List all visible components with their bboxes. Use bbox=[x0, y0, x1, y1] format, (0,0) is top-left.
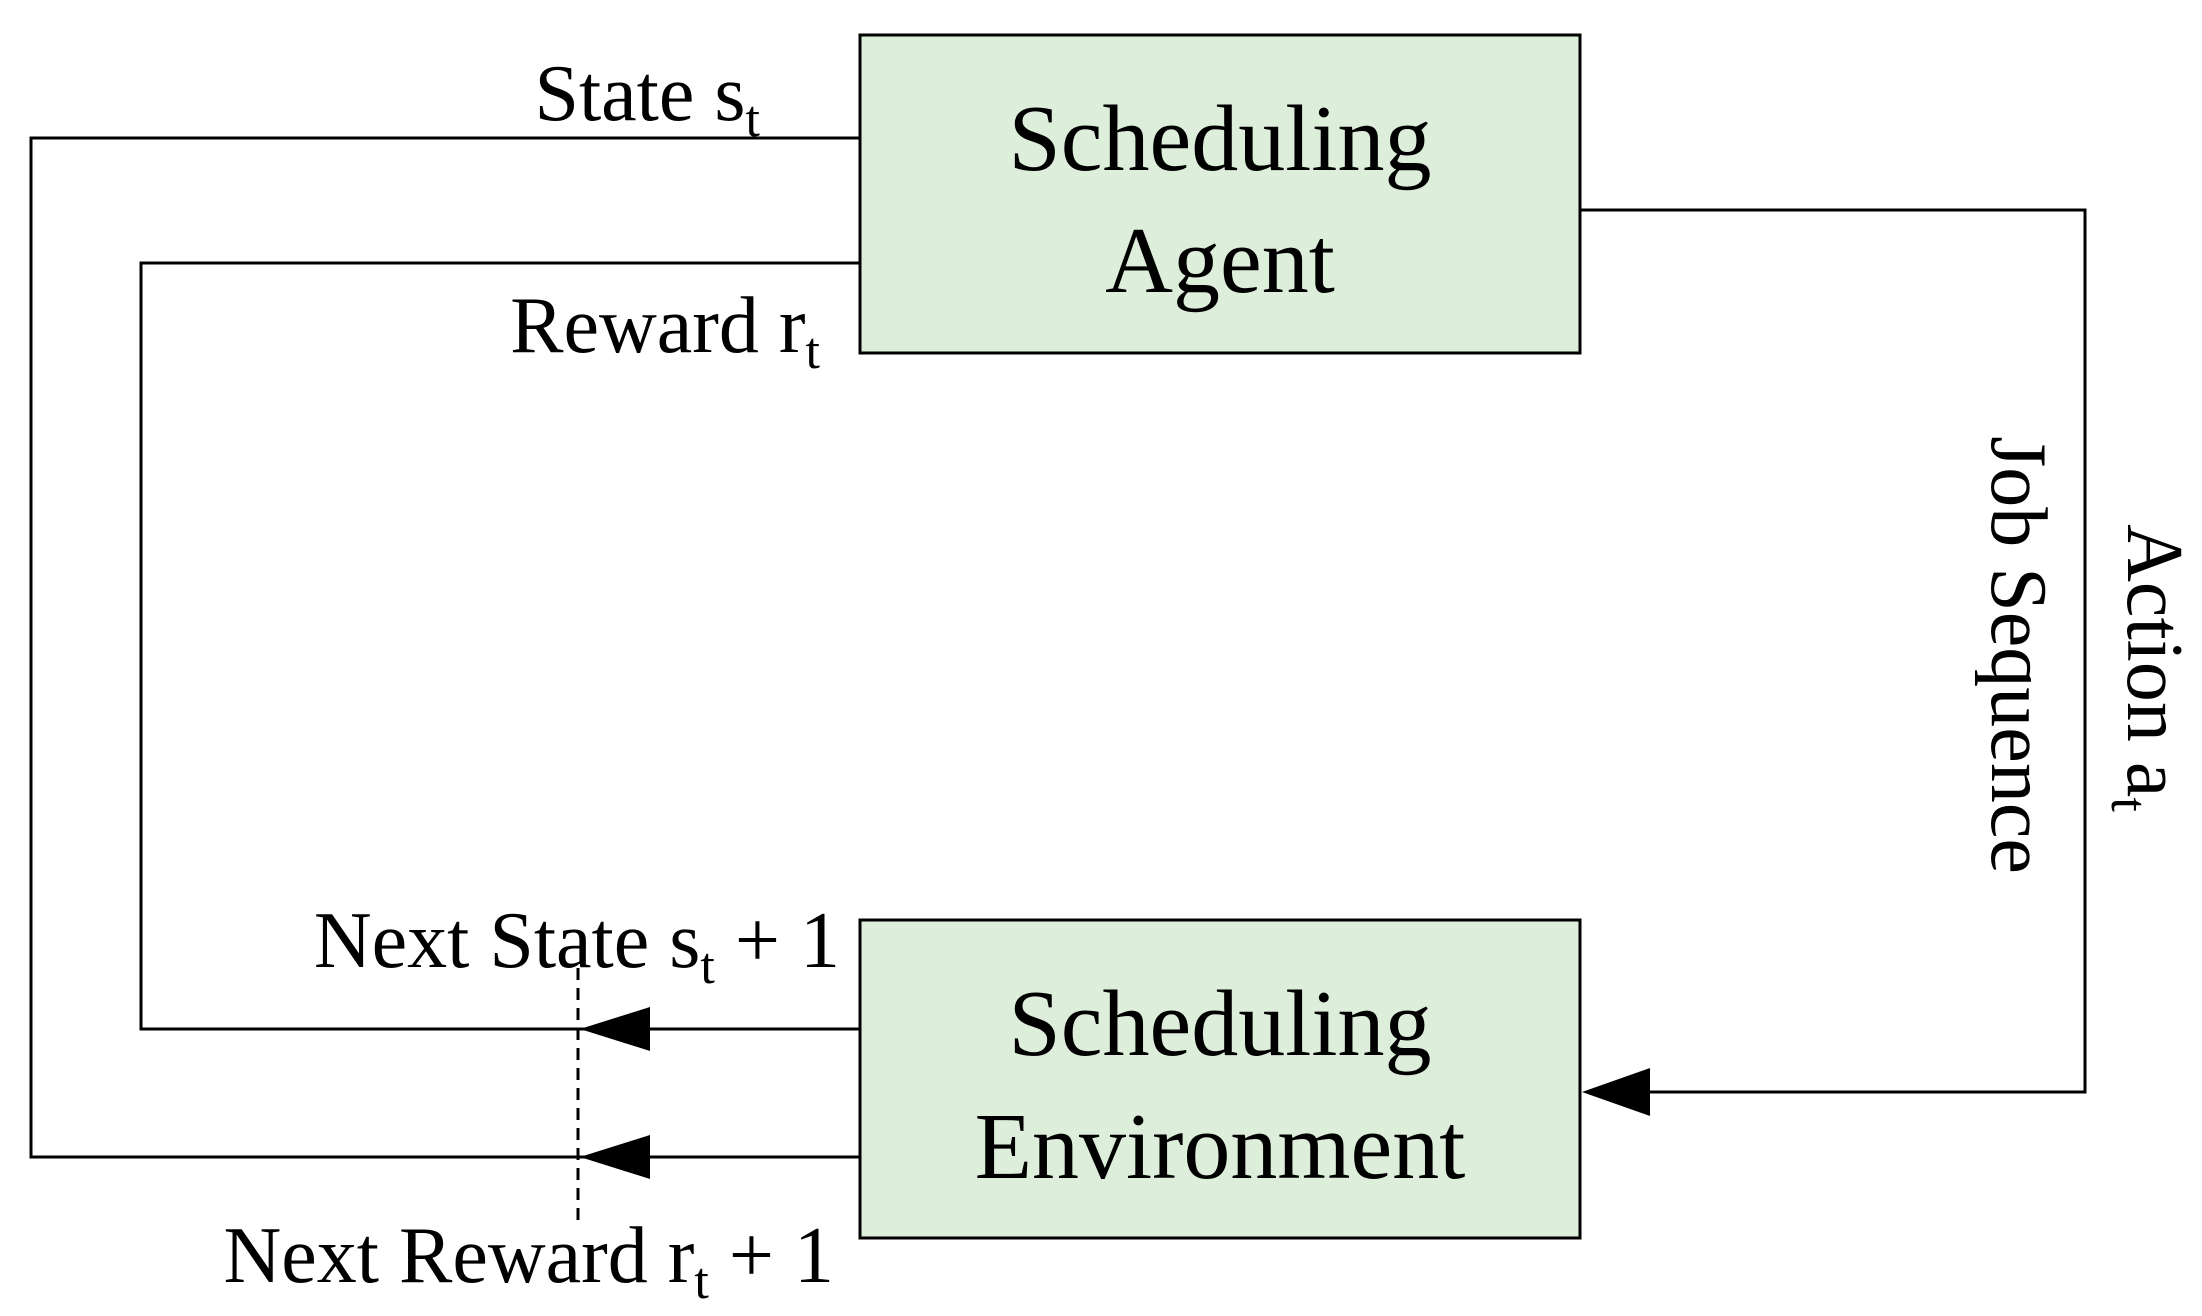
next-reward-label-text: Next Reward r bbox=[223, 1212, 694, 1300]
next-state-label-text: Next State s bbox=[314, 897, 701, 985]
agent-box-line2: Agent bbox=[1105, 209, 1335, 313]
scheduling-environment-box bbox=[858, 918, 1582, 1240]
state-label-sub: t bbox=[746, 91, 761, 148]
next-state-label-sub: t bbox=[700, 938, 715, 995]
action-label: Action at bbox=[2100, 524, 2198, 812]
agent-box-line1: Scheduling bbox=[1009, 87, 1432, 191]
action-label-text: Action a bbox=[2110, 524, 2198, 797]
reward-label-text: Reward r bbox=[510, 282, 805, 370]
job-sequence-label: Job Sequence bbox=[1974, 436, 2062, 874]
action-arrowhead bbox=[1582, 1068, 1650, 1116]
next-state-label: Next State st + 1 bbox=[314, 897, 840, 995]
next-reward-label-sub: t bbox=[694, 1253, 709, 1310]
state-connector bbox=[29, 136, 860, 1159]
next-reward-arrowhead bbox=[580, 1135, 650, 1179]
action-connector bbox=[1580, 208, 2087, 1094]
reward-label-sub: t bbox=[806, 323, 821, 380]
reward-connector bbox=[139, 261, 860, 1031]
next-reward-label: Next Reward rt + 1 bbox=[223, 1212, 834, 1310]
next-state-label-suffix: + 1 bbox=[715, 897, 840, 985]
scheduling-agent-box bbox=[858, 33, 1582, 355]
environment-box-line1: Scheduling bbox=[1009, 972, 1432, 1076]
state-label: State st bbox=[534, 50, 760, 148]
next-state-arrowhead bbox=[580, 1007, 650, 1051]
reward-label: Reward rt bbox=[510, 282, 820, 380]
state-label-text: State s bbox=[534, 50, 745, 138]
environment-box-line2: Environment bbox=[975, 1095, 1466, 1199]
next-reward-label-suffix: + 1 bbox=[709, 1212, 834, 1300]
action-label-sub: t bbox=[2100, 797, 2157, 812]
